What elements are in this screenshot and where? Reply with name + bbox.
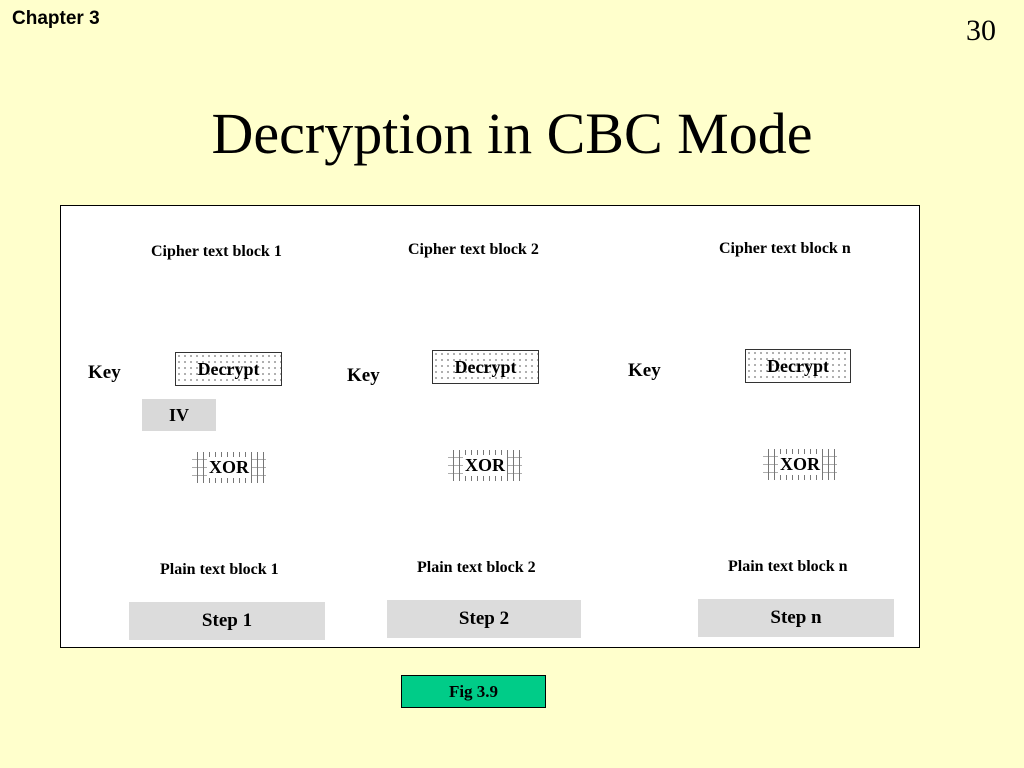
step-n-box: Step n: [698, 599, 894, 637]
xor-label-2: XOR: [463, 455, 507, 476]
decrypt-box-2: Decrypt: [432, 350, 539, 384]
xor-box-2: XOR: [448, 450, 522, 481]
xor-label-n: XOR: [778, 454, 822, 475]
decrypt-label-2: Decrypt: [454, 356, 517, 377]
figure-caption: Fig 3.9: [401, 675, 546, 708]
cipher-text-block-1: Cipher text block 1: [151, 243, 282, 260]
decrypt-box-1: Decrypt: [175, 352, 282, 386]
plain-text-block-1: Plain text block 1: [160, 561, 279, 578]
step-n-label: Step n: [770, 607, 822, 628]
key-label-n: Key: [628, 360, 661, 381]
step-2-label: Step 2: [458, 608, 510, 629]
key-label-1: Key: [88, 362, 121, 383]
xor-box-1: XOR: [192, 452, 266, 483]
chapter-label: Chapter 3: [12, 8, 100, 29]
plain-text-block-2: Plain text block 2: [417, 559, 536, 576]
slide-title: Decryption in CBC Mode: [211, 101, 813, 166]
page-number: 30: [966, 14, 996, 47]
step-2-box: Step 2: [387, 600, 581, 638]
cipher-text-block-n: Cipher text block n: [719, 240, 851, 257]
step-1-box: Step 1: [129, 602, 325, 640]
iv-box: IV: [142, 399, 216, 431]
plain-text-block-n: Plain text block n: [728, 558, 848, 575]
cipher-text-block-2: Cipher text block 2: [408, 241, 539, 258]
decrypt-label-n: Decrypt: [767, 355, 829, 376]
xor-label-1: XOR: [207, 457, 251, 478]
decrypt-label-1: Decrypt: [197, 358, 260, 379]
decrypt-box-n: Decrypt: [745, 349, 851, 383]
xor-box-n: XOR: [763, 449, 837, 480]
iv-label: IV: [168, 404, 189, 425]
key-label-2: Key: [347, 365, 380, 386]
step-1-label: Step 1: [201, 610, 253, 631]
